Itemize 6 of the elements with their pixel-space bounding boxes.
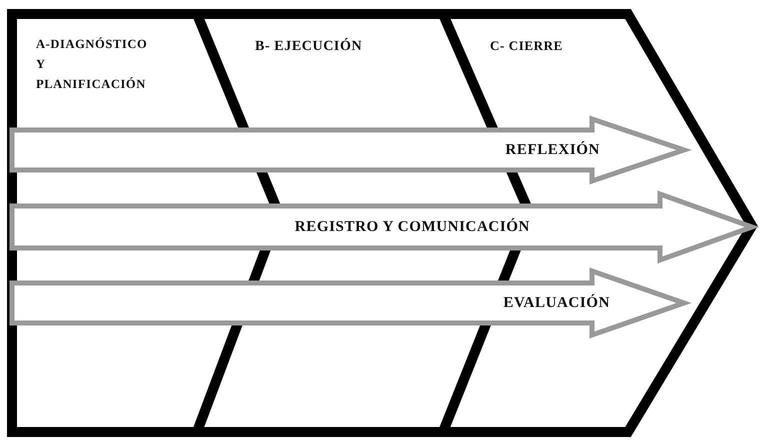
arrow-label: EVALUACIÓN — [502, 293, 610, 313]
arrow-label: REGISTRO Y COMUNICACIÓN — [294, 217, 530, 237]
arrow-label: REFLEXIÓN — [504, 140, 600, 160]
stage-heading: B- EJECUCIÓN — [255, 37, 364, 56]
stage-heading: C- CIERRE — [490, 37, 564, 55]
stage-heading: A-DIAGNÓSTICO Y PLANIFICACIÓN — [36, 36, 148, 93]
